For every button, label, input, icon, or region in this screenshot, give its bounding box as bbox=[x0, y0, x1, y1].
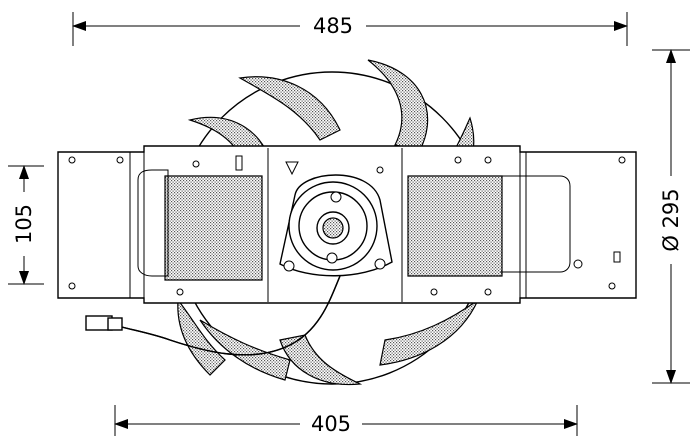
left-window bbox=[164, 175, 263, 281]
dim-right-diameter: Ø 295 bbox=[659, 188, 683, 251]
dim-bottom-width: 405 bbox=[311, 412, 351, 436]
mounting-holes bbox=[68, 155, 626, 296]
dim-top-width: 485 bbox=[313, 14, 353, 38]
motor-hub bbox=[279, 161, 393, 277]
right-window bbox=[407, 175, 503, 277]
dim-left-height: 105 bbox=[12, 204, 36, 244]
dimension-lines bbox=[8, 12, 690, 436]
cable-connector bbox=[85, 275, 341, 356]
